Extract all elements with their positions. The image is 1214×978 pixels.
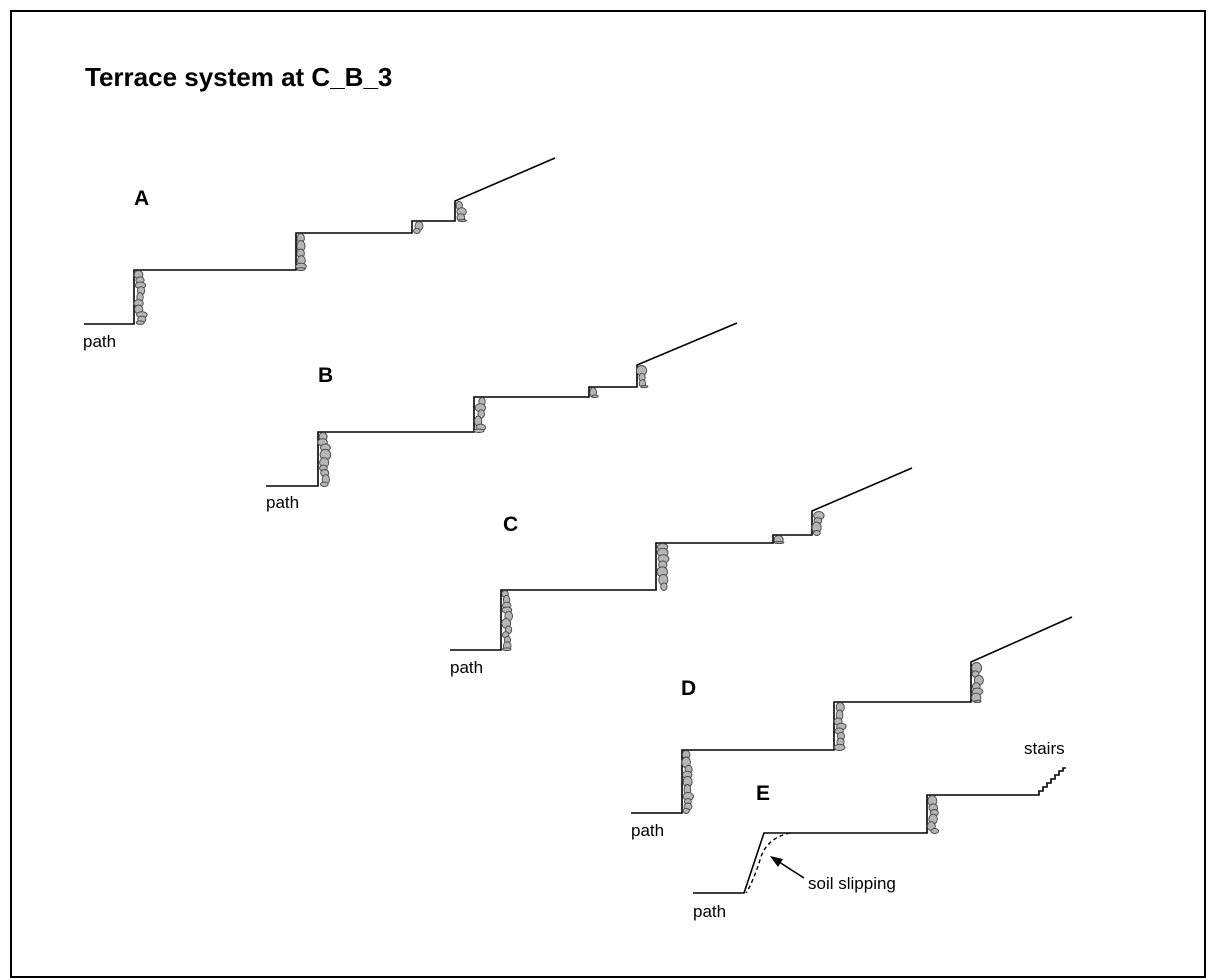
- soil-slip-dashed-line: [745, 832, 791, 894]
- wall-stone: [319, 481, 329, 487]
- profile-letter: D: [681, 677, 696, 700]
- wall-stone: [640, 385, 649, 388]
- wall-stone: [974, 699, 982, 703]
- profile-c: C path: [450, 467, 913, 677]
- wall-stone: [660, 582, 668, 591]
- profile-d: D path: [631, 616, 1073, 840]
- wall-stone: [773, 541, 785, 544]
- stone-wall: [811, 511, 825, 536]
- profile-line: [450, 467, 913, 651]
- profile-line: [84, 157, 556, 325]
- stone-wall: [473, 397, 487, 433]
- profile-letter: E: [756, 782, 770, 805]
- stone-wall: [681, 750, 694, 814]
- stone-wall: [295, 233, 307, 271]
- stone-wall: [501, 590, 513, 651]
- stone-wall: [455, 201, 467, 222]
- stairs-label: stairs: [1024, 739, 1065, 758]
- wall-stone: [930, 828, 940, 834]
- profile-letter: C: [503, 513, 518, 536]
- profile-line: [266, 322, 738, 487]
- path-label: path: [266, 493, 299, 512]
- profile-a: A path: [83, 157, 556, 351]
- profile-letter: A: [134, 187, 149, 210]
- path-label: path: [83, 332, 116, 351]
- wall-stone: [591, 394, 599, 398]
- stone-wall: [926, 795, 940, 834]
- stone-wall: [636, 365, 649, 388]
- stone-wall: [133, 270, 148, 325]
- wall-stone: [833, 743, 846, 751]
- profile-line: [631, 616, 1073, 814]
- path-label: path: [631, 821, 664, 840]
- stone-wall: [833, 702, 847, 751]
- wall-stone: [812, 530, 821, 536]
- stone-wall: [656, 543, 670, 591]
- profile-line: [693, 794, 1035, 894]
- stone-wall: [589, 387, 599, 398]
- wall-stone: [135, 320, 145, 325]
- wall-stone: [501, 647, 512, 651]
- stone-wall: [317, 432, 332, 487]
- profile-e: E path stairs soil slipping: [693, 739, 1066, 921]
- path-label: path: [693, 902, 726, 921]
- stone-wall: [413, 221, 424, 234]
- diagram-title: Terrace system at C_B_3: [85, 62, 393, 92]
- profile-letter: B: [318, 364, 333, 387]
- soil-slipping-annotation: soil slipping: [808, 874, 896, 893]
- path-label: path: [450, 658, 483, 677]
- stone-wall: [970, 662, 984, 703]
- wall-stone: [296, 267, 306, 271]
- wall-stone: [473, 428, 485, 433]
- stairs-steps: [1035, 767, 1066, 796]
- wall-stone: [457, 219, 467, 222]
- annotation-arrow-line: [775, 859, 805, 879]
- annotation-arrowhead: [770, 856, 783, 867]
- stone-wall: [773, 535, 785, 544]
- wall-stone: [682, 807, 690, 814]
- profile-b: B path: [266, 322, 738, 512]
- wall-stone: [413, 227, 421, 234]
